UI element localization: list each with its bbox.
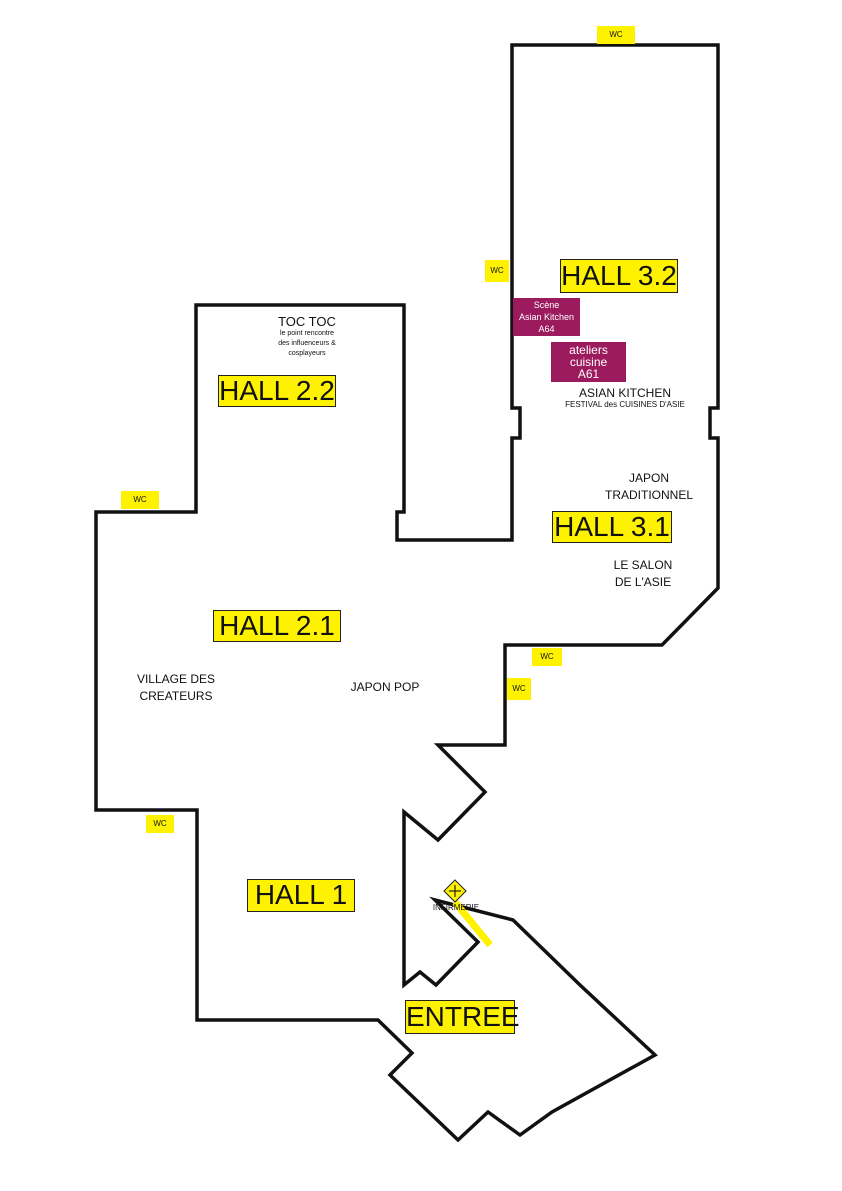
toc-toc-subtitle-2: des influenceurs &: [278, 340, 336, 347]
wc-marker-hall-3-1-b[interactable]: WC: [507, 678, 531, 700]
le-salon-area[interactable]: LE SALON DE L'ASIE: [588, 557, 698, 591]
asian-kitchen-subtitle: FESTIVAL des CUISINES D'ASIE: [565, 400, 685, 409]
toc-toc-subtitle-1: le point rencontre: [279, 330, 335, 337]
japon-pop-area[interactable]: JAPON POP: [350, 680, 420, 694]
ateliers-booth-line-1: ateliers: [569, 343, 608, 357]
ateliers-booth-line-3: A61: [577, 367, 600, 381]
hall-2-1-label[interactable]: HALL 2.1: [213, 610, 341, 642]
scene-booth-line-1: Scène: [533, 300, 560, 310]
japon-traditionnel-line-1: JAPON: [628, 471, 669, 485]
wc-marker-top[interactable]: WC: [597, 26, 635, 44]
wc-marker-hall-3-2[interactable]: WC: [485, 260, 509, 282]
scene-booth-line-3: A64: [538, 324, 555, 334]
infirmerie-label[interactable]: INFIRMERIE: [432, 903, 480, 912]
hall-3-1-label[interactable]: HALL 3.1: [552, 511, 672, 543]
hall-2-2-label[interactable]: HALL 2.2: [218, 375, 336, 407]
toc-toc-title: TOC TOC: [278, 314, 336, 329]
wc-marker-hall-2[interactable]: WC: [121, 491, 159, 509]
hall-3-2-label[interactable]: HALL 3.2: [560, 259, 678, 293]
ateliers-cuisine-booth[interactable]: ateliers cuisine A61: [551, 342, 626, 382]
asian-kitchen-title: ASIAN KITCHEN: [578, 386, 671, 400]
toc-toc-area[interactable]: TOC TOC le point rencontre des influence…: [255, 314, 359, 359]
japon-traditionnel-line-2: TRADITIONNEL: [604, 488, 693, 502]
japon-traditionnel-area[interactable]: JAPON TRADITIONNEL: [588, 470, 710, 504]
le-salon-line-1: LE SALON: [613, 558, 673, 572]
infirmerie-route-line: [452, 899, 493, 948]
first-aid-cross-icon: [443, 879, 467, 903]
toc-toc-subtitle-3: cosplayeurs: [288, 350, 326, 357]
scene-asian-kitchen-booth[interactable]: Scène Asian Kitchen A64: [513, 298, 580, 336]
scene-booth-line-2: Asian Kitchen: [518, 312, 575, 322]
entree-label[interactable]: ENTREE: [405, 1000, 520, 1034]
village-line-2: CREATEURS: [139, 689, 213, 703]
wc-marker-hall-3-1-a[interactable]: WC: [532, 648, 562, 666]
wc-marker-hall-1[interactable]: WC: [146, 815, 174, 833]
asian-kitchen-area[interactable]: ASIAN KITCHEN FESTIVAL des CUISINES D'AS…: [530, 386, 720, 410]
village-line-1: VILLAGE DES: [136, 672, 216, 686]
hall-1-label[interactable]: HALL 1: [247, 879, 355, 912]
village-createurs-area[interactable]: VILLAGE DES CREATEURS: [120, 671, 232, 705]
ateliers-booth-line-2: cuisine: [569, 355, 608, 369]
building-outline: [94, 43, 720, 1143]
le-salon-line-2: DE L'ASIE: [614, 575, 672, 589]
